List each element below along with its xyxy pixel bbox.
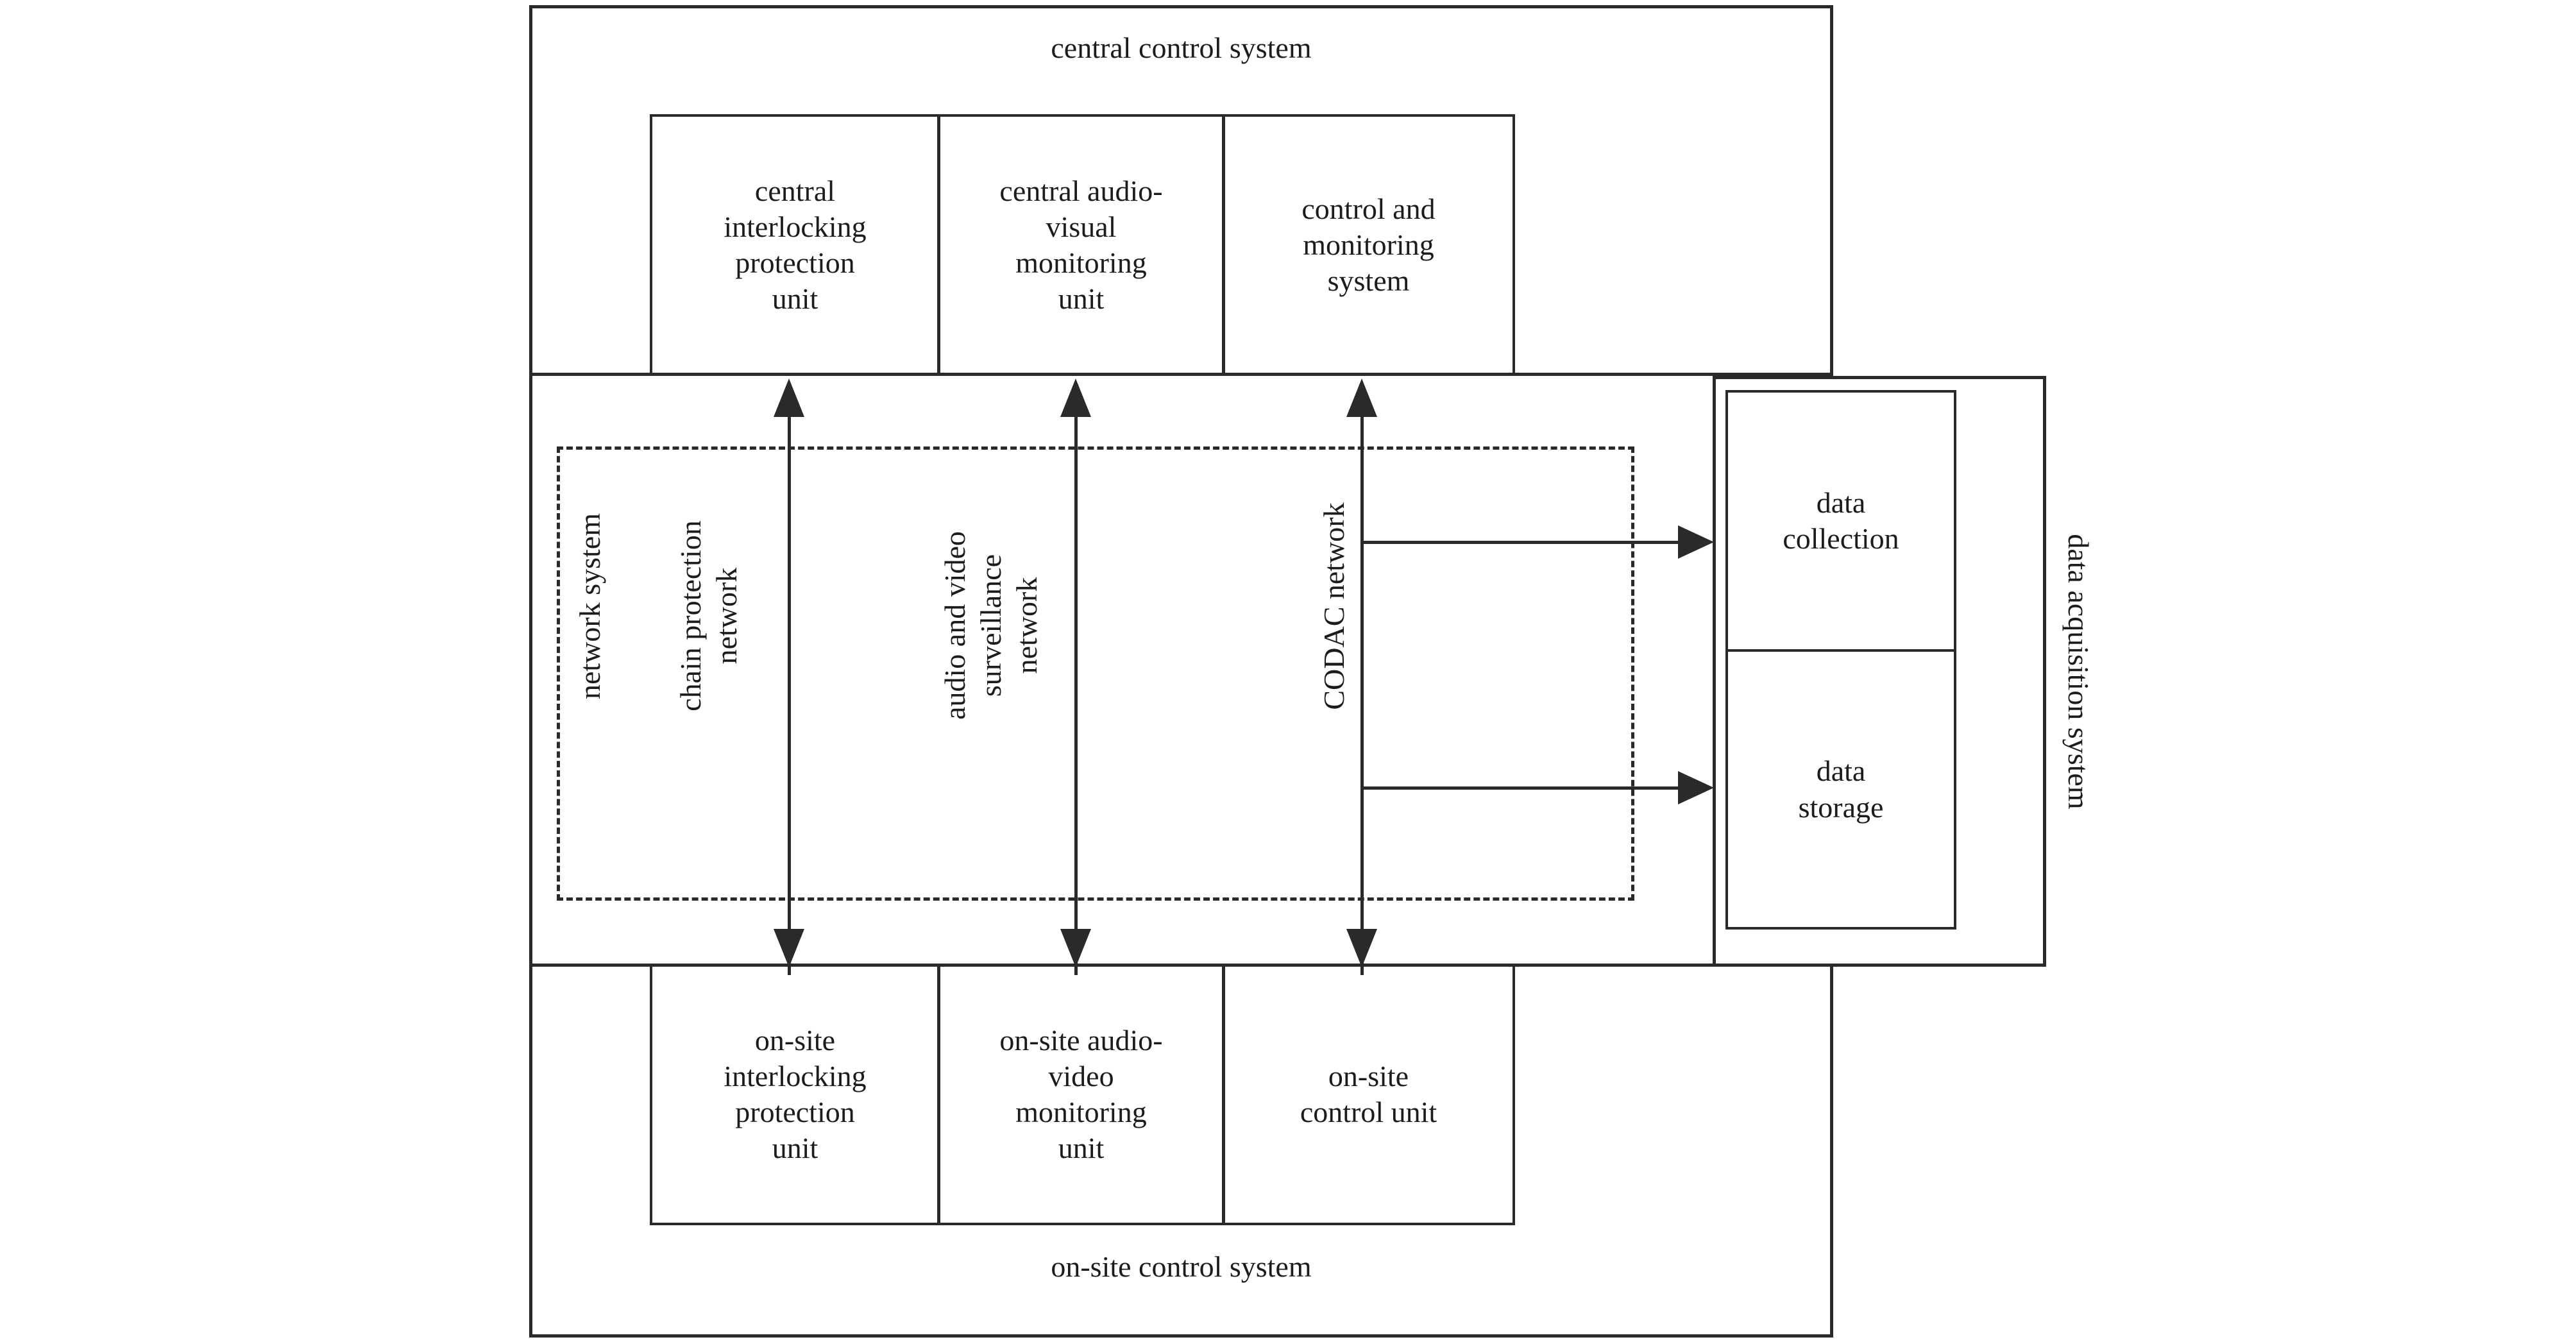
data-acquisition-system-label: data acquisition system — [2062, 534, 2096, 810]
audio-video-surveillance-network-line — [1074, 398, 1078, 975]
network-band-left-border — [529, 373, 532, 967]
chain-protection-down-arrowhead — [774, 929, 804, 967]
data-storage-label: data storage — [1798, 754, 1884, 824]
central-interlocking-protection-unit[interactable]: central interlocking protection unit — [724, 174, 867, 316]
chain-protection-network-label: chain protection network — [674, 520, 743, 711]
codac-network-line — [1360, 398, 1364, 975]
data-storage-box[interactable] — [1725, 649, 1956, 930]
codac-down-arrowhead — [1346, 929, 1377, 967]
audio-video-surveillance-network-label: audio and video surveillance network — [938, 531, 1044, 720]
codac-to-data-storage-arrowhead — [1678, 771, 1714, 804]
codac-to-data-collection-arrowhead — [1678, 525, 1714, 559]
data-collection-label: data collection — [1783, 486, 1899, 555]
audio-video-up-arrowhead — [1060, 378, 1091, 417]
central-control-system-title: central control system — [1051, 31, 1312, 64]
onsite-units-divider-1 — [937, 964, 940, 1225]
onsite-interlocking-protection-unit[interactable]: on-site interlocking protection unit — [724, 1023, 867, 1165]
data-acquisition-system-box — [1713, 376, 2046, 967]
audio-video-down-arrowhead — [1060, 929, 1091, 967]
network-band-top-border — [529, 373, 1641, 376]
network-dashed-boundary — [557, 446, 1634, 901]
codac-up-arrowhead — [1346, 378, 1377, 417]
central-units-divider-1 — [937, 114, 940, 376]
onsite-units-divider-2 — [1222, 964, 1225, 1225]
onsite-audio-video-monitoring-unit[interactable]: on-site audio- video monitoring unit — [999, 1023, 1163, 1165]
codac-to-data-storage-line — [1360, 786, 1681, 790]
onsite-control-system-title: on-site control system — [1051, 1250, 1312, 1283]
codac-network-label: CODAC network — [1317, 502, 1350, 710]
codac-to-data-collection-line — [1360, 541, 1681, 544]
central-audio-visual-monitoring-unit[interactable]: central audio- visual monitoring unit — [999, 174, 1163, 316]
onsite-units-row — [650, 964, 1515, 1225]
chain-protection-network-line — [788, 398, 791, 975]
network-system-label: network system — [573, 513, 606, 700]
control-and-monitoring-system[interactable]: control and monitoring system — [1301, 192, 1436, 298]
onsite-control-unit[interactable]: on-site control unit — [1300, 1059, 1437, 1128]
chain-protection-up-arrowhead — [774, 378, 804, 417]
central-units-divider-2 — [1222, 114, 1225, 376]
